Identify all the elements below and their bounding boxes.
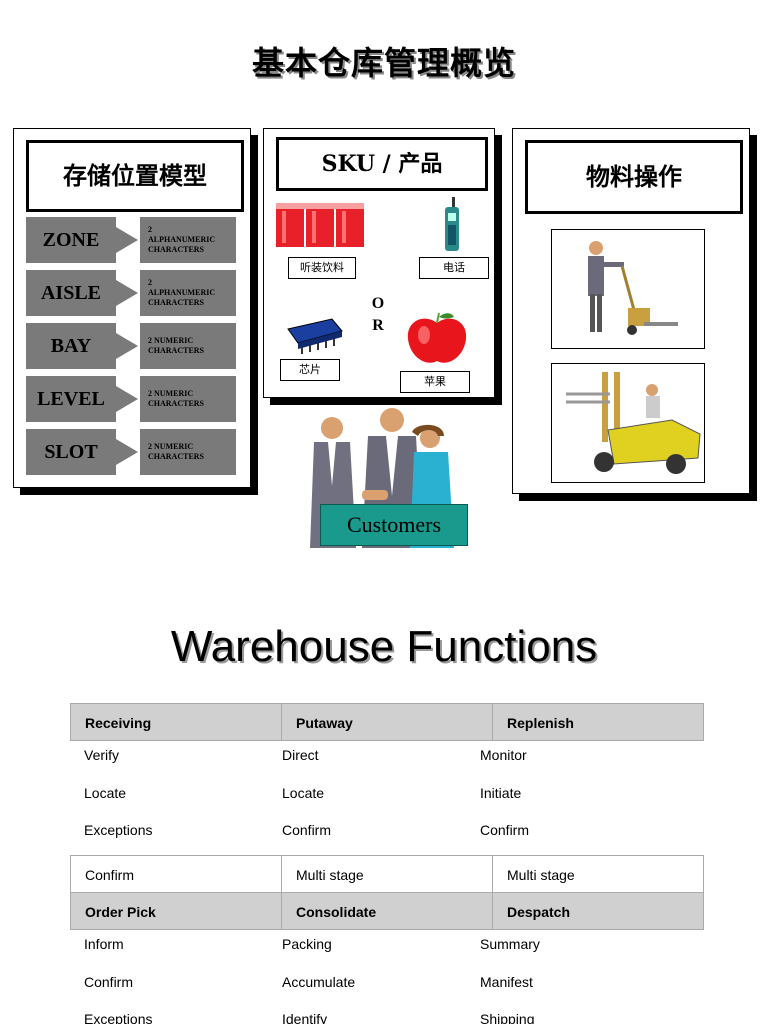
storage-model-header-text: 存储位置模型 — [63, 161, 207, 190]
level-description: 2 ALPHANUMERIC CHARACTERS — [140, 217, 236, 263]
table-cell: Identify — [282, 1011, 328, 1024]
worker-pallet-jack-icon — [588, 241, 678, 335]
table-cell: Manifest — [480, 974, 533, 990]
table-cell: Confirm — [480, 822, 530, 838]
desc-line: CHARACTERS — [148, 298, 205, 307]
table-cell: Confirm — [70, 855, 282, 893]
storage-model-header: 存储位置模型 — [26, 140, 244, 212]
table-cell: Accumulate — [282, 974, 356, 990]
or-letter: R — [372, 317, 384, 334]
desc-line: CHARACTERS — [148, 399, 205, 408]
table-cell: Confirm — [282, 822, 332, 838]
customers-illustration: Customers — [304, 406, 468, 548]
table-cell: Inform — [84, 936, 124, 952]
apple-icon — [407, 312, 467, 363]
desc-line: ALPHANUMERIC — [148, 235, 216, 244]
table-cell: Monitor — [480, 747, 527, 763]
table-cell: Initiate — [480, 785, 522, 801]
table-cell: Confirm — [84, 974, 134, 990]
desc-line: 2 — [148, 278, 152, 287]
storage-model-panel: 存储位置模型 ZONE 2 ALPHANUMERIC CHARACTERS AI… — [13, 128, 251, 488]
phone-label: 电话 — [419, 257, 489, 279]
level-description: 2 NUMERIC CHARACTERS — [140, 376, 236, 422]
table-cell: Multi stage — [281, 855, 493, 893]
table-cell: Multi stage — [492, 855, 704, 893]
table-header-cell: Order Pick — [70, 892, 282, 930]
table-cell: Summary — [480, 936, 540, 952]
pallet-jack-image — [551, 229, 705, 349]
customers-text: Customers — [346, 512, 442, 537]
arrow-right-icon — [116, 333, 138, 359]
arrow-right-icon — [116, 280, 138, 306]
table-cell: Direct — [282, 747, 319, 763]
table-header-cell: Consolidate — [281, 892, 493, 930]
level-label: LEVEL — [26, 376, 116, 422]
level-label: AISLE — [26, 270, 116, 316]
material-handling-header: 物料操作 — [525, 140, 743, 214]
page-title: 基本仓库管理概览 — [251, 44, 516, 82]
or-letter: O — [371, 295, 385, 312]
table-cell: Packing — [282, 936, 332, 952]
customers-label: Customers — [320, 504, 468, 546]
level-label: ZONE — [26, 217, 116, 263]
material-handling-header-text: 物料操作 — [586, 162, 682, 191]
desc-line: 2 NUMERIC — [148, 336, 194, 345]
desc-line: CHARACTERS — [148, 346, 205, 355]
sku-header-text: SKU / 产品 — [321, 151, 443, 177]
desc-line: CHARACTERS — [148, 245, 205, 254]
canned-drinks-icon — [276, 203, 364, 247]
chip-label: 芯片 — [280, 359, 340, 381]
warehouse-functions-title: Warehouse Functions — [170, 622, 598, 671]
level-label: SLOT — [26, 429, 116, 475]
sku-panel: SKU / 产品 听装饮料 电话 O R 芯片 — [263, 128, 495, 398]
forklift-icon — [566, 372, 701, 474]
table-cell: Locate — [282, 785, 325, 801]
table-header-cell: Replenish — [492, 703, 704, 741]
material-handling-panel: 物料操作 — [512, 128, 750, 494]
desc-line: 2 NUMERIC — [148, 389, 194, 398]
level-description: 2 ALPHANUMERIC CHARACTERS — [140, 270, 236, 316]
desc-line: 2 NUMERIC — [148, 442, 194, 451]
mobile-phone-icon — [445, 197, 459, 251]
forklift-image — [551, 363, 705, 483]
arrow-right-icon — [116, 439, 138, 465]
desc-line: 2 — [148, 225, 152, 234]
sku-header: SKU / 产品 — [276, 137, 488, 191]
warehouse-functions-table: Receiving Putaway Replenish Verify Direc… — [70, 703, 704, 1024]
arrow-right-icon — [116, 386, 138, 412]
apple-label: 苹果 — [400, 371, 470, 393]
level-description: 2 NUMERIC CHARACTERS — [140, 323, 236, 369]
desc-line: ALPHANUMERIC — [148, 288, 216, 297]
desc-line: CHARACTERS — [148, 452, 205, 461]
canned-drinks-label: 听装饮料 — [288, 257, 356, 279]
table-header-cell: Despatch — [492, 892, 704, 930]
arrow-right-icon — [116, 227, 138, 253]
chip-icon — [287, 318, 343, 354]
table-cell: Exceptions — [84, 822, 153, 838]
table-header-cell: Receiving — [70, 703, 282, 741]
table-cell: Verify — [84, 747, 120, 763]
or-text: O R — [368, 293, 388, 337]
table-cell: Shipping — [480, 1011, 535, 1024]
table-cell: Locate — [84, 785, 127, 801]
table-header-cell: Putaway — [281, 703, 493, 741]
table-cell: Exceptions — [84, 1011, 153, 1024]
level-label: BAY — [26, 323, 116, 369]
level-description: 2 NUMERIC CHARACTERS — [140, 429, 236, 475]
